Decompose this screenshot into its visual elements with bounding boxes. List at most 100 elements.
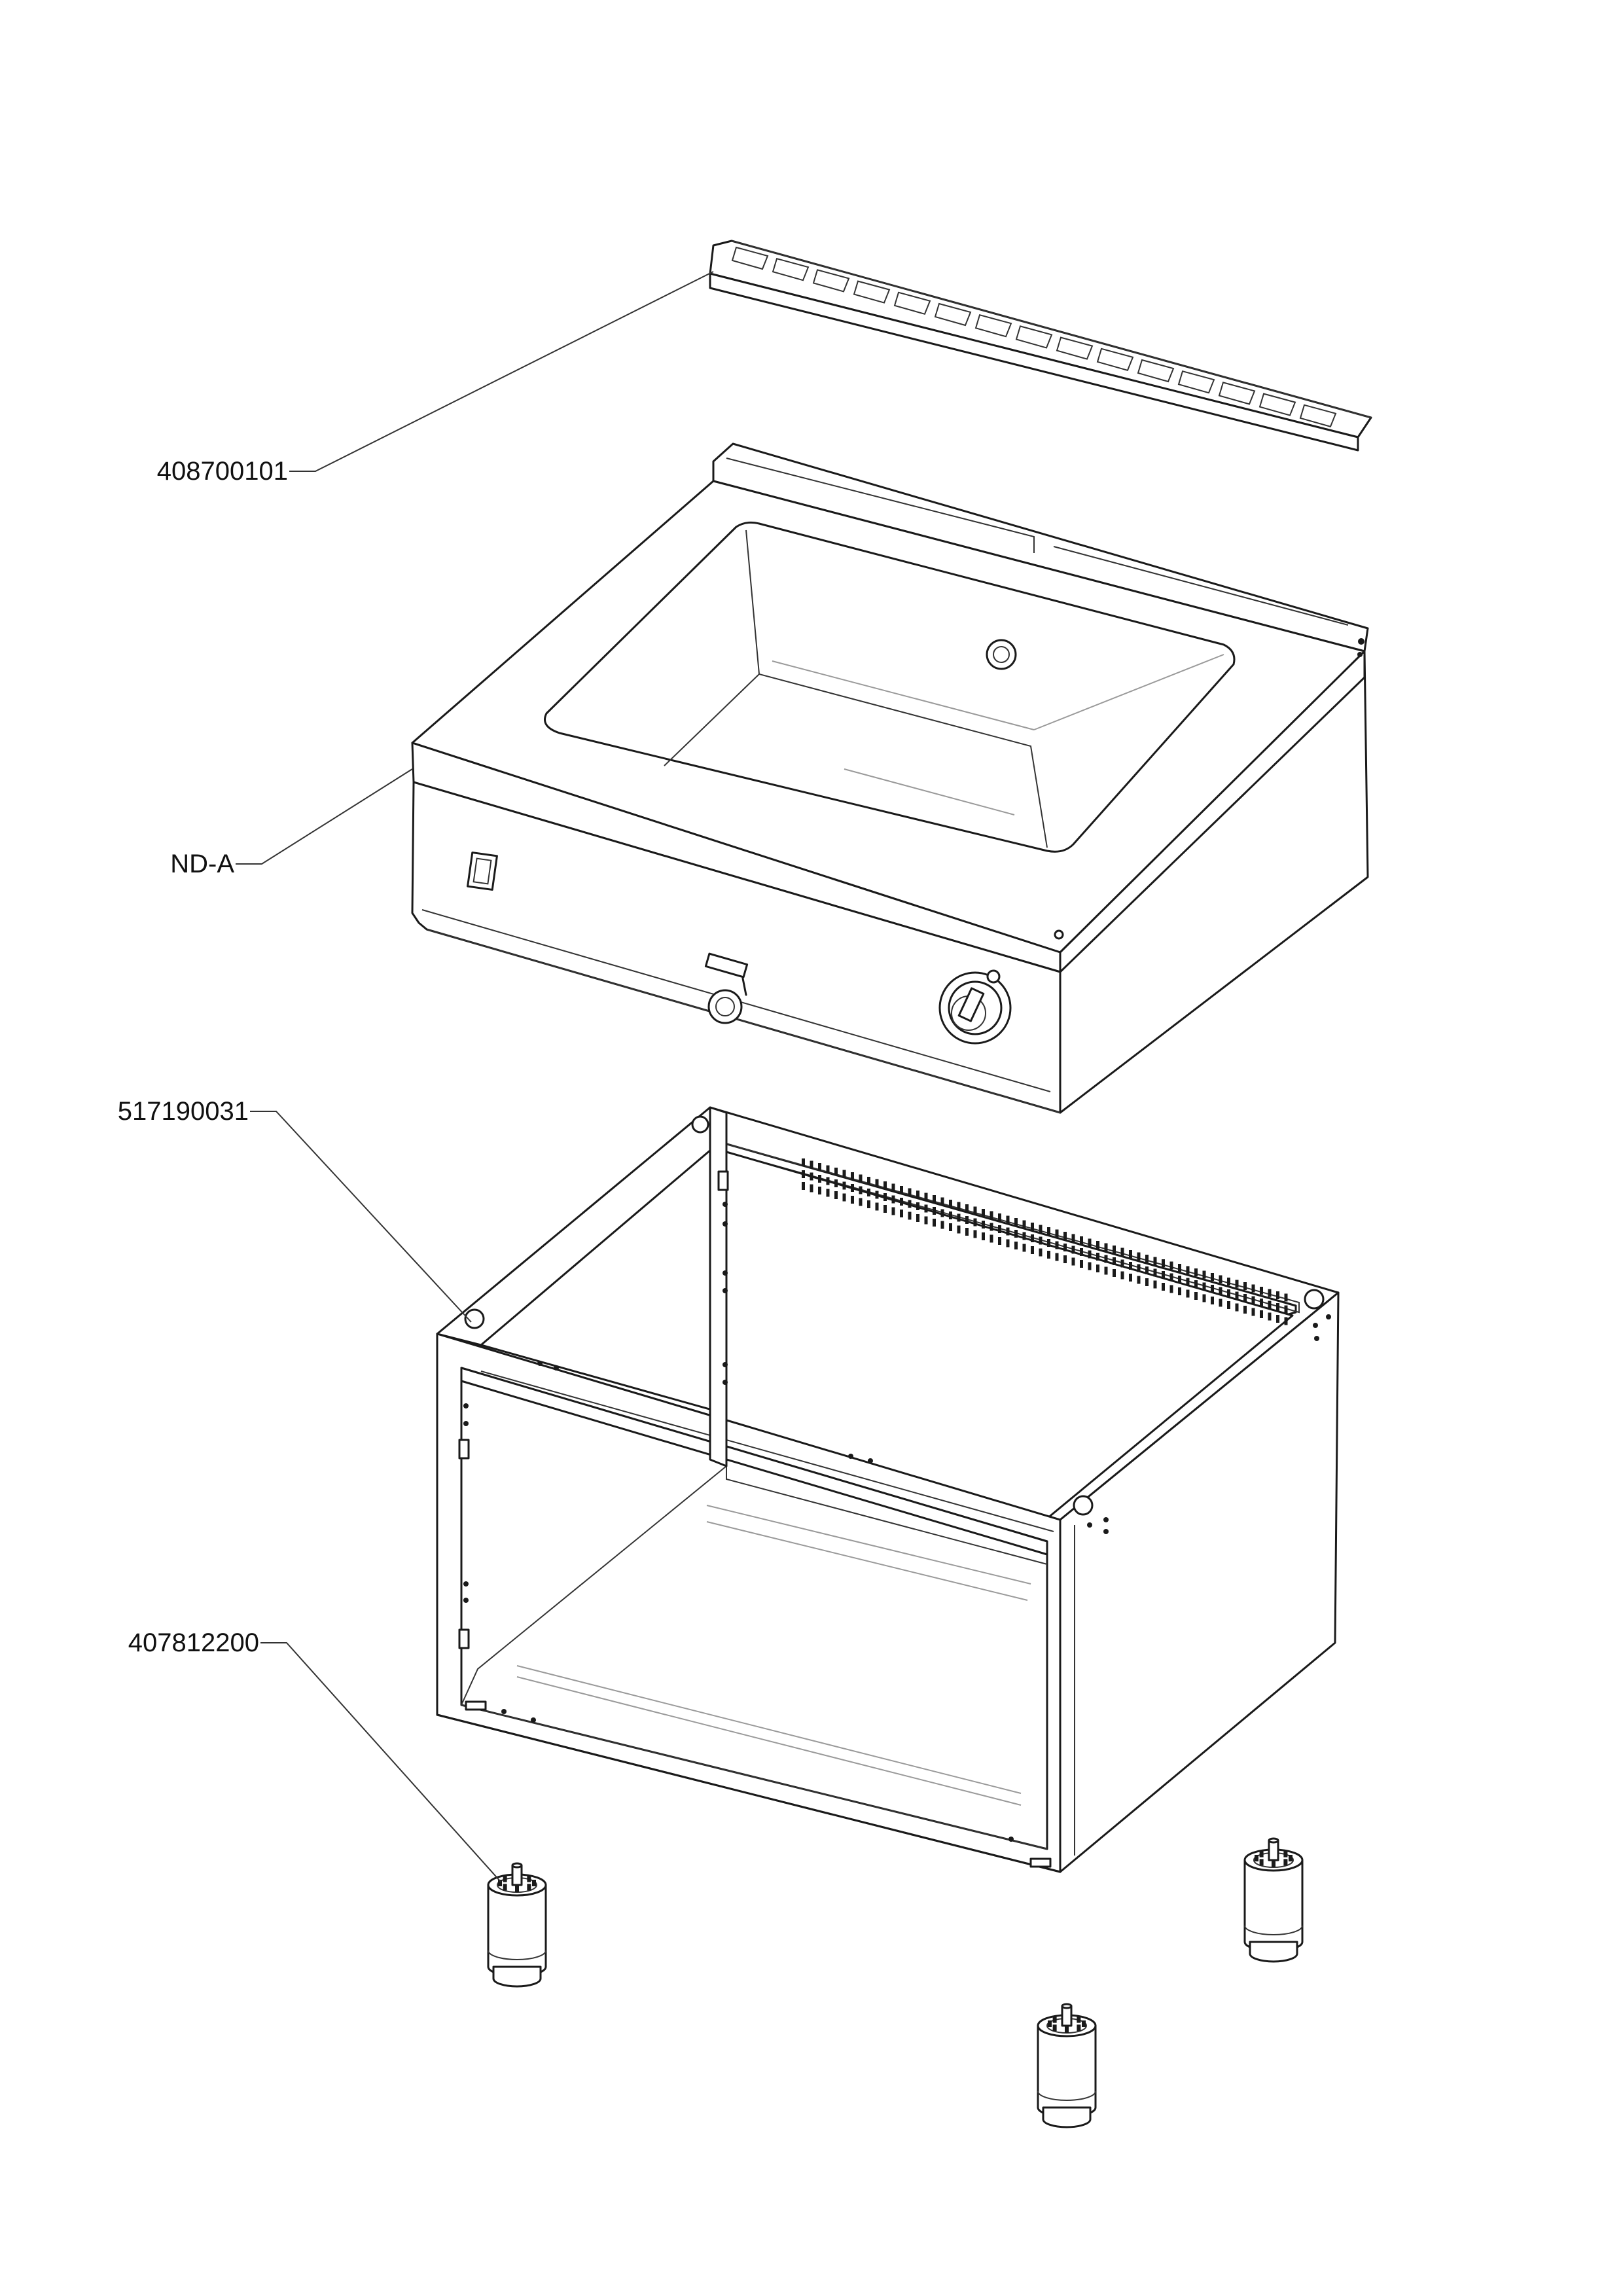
vent-slot: [1104, 1243, 1108, 1251]
vent-slot: [842, 1193, 846, 1202]
rail-slot: [853, 280, 891, 304]
vent-slot: [1120, 1247, 1124, 1256]
vent-slot: [851, 1184, 854, 1192]
vent-slot: [949, 1200, 952, 1208]
vent-slot: [891, 1183, 895, 1192]
vent-slot: [1113, 1257, 1116, 1265]
foot-body: [1037, 2024, 1097, 2118]
vent-slot: [1268, 1312, 1272, 1321]
rivet: [1008, 1837, 1014, 1842]
foot-tooth: [503, 1884, 507, 1891]
vent-slot: [965, 1228, 969, 1236]
vent-slot: [826, 1189, 830, 1197]
rail-slot: [1015, 325, 1053, 349]
vent-slot: [1080, 1236, 1083, 1244]
vent-slot: [1186, 1289, 1190, 1298]
foot-tooth: [1048, 2020, 1052, 2027]
rivet: [1103, 1517, 1109, 1522]
vent-slot: [1022, 1232, 1026, 1240]
vent-slot: [957, 1225, 961, 1234]
vent-slot: [1186, 1266, 1190, 1274]
vent-slot: [1162, 1283, 1165, 1291]
vent-slot: [1071, 1257, 1075, 1266]
foot-base: [1249, 1941, 1298, 1963]
vent-slot: [1129, 1274, 1132, 1282]
vent-slot: [834, 1168, 838, 1175]
vent-slot: [834, 1179, 838, 1187]
vent-slot: [1039, 1236, 1043, 1245]
foot-ring: [488, 1950, 546, 1960]
rivet: [463, 1421, 469, 1426]
vent-slot: [1227, 1289, 1230, 1297]
vent-slot: [883, 1193, 887, 1201]
foot-body: [487, 1884, 547, 1977]
vent-slot: [1129, 1250, 1132, 1258]
rivet: [868, 1458, 873, 1463]
vent-slot: [1031, 1234, 1034, 1242]
vent-slot: [1276, 1315, 1279, 1323]
vent-slot: [810, 1160, 813, 1169]
vent-slot: [1194, 1268, 1198, 1276]
vent-slot: [818, 1175, 821, 1183]
vent-slot: [916, 1214, 919, 1222]
foot-tooth: [532, 1880, 536, 1886]
vent-slot: [973, 1230, 977, 1238]
vent-slot: [826, 1177, 830, 1185]
vent-slot: [1202, 1294, 1206, 1302]
vent-slot: [1219, 1299, 1222, 1307]
vent-slot: [834, 1191, 838, 1199]
vent-slot: [875, 1179, 879, 1187]
vent-slot: [1202, 1282, 1206, 1291]
vent-slot: [1219, 1275, 1222, 1283]
foot-tooth: [498, 1880, 502, 1886]
foot-tooth: [1283, 1859, 1288, 1866]
vent-slot: [1137, 1276, 1141, 1284]
vent-slot: [859, 1174, 863, 1183]
vent-slot: [957, 1213, 961, 1222]
foot-tooth: [1052, 2024, 1057, 2032]
foot-tooth: [527, 1875, 531, 1882]
vent-slot: [1153, 1268, 1157, 1277]
vent-slot: [998, 1237, 1001, 1245]
vent-slot: [1080, 1260, 1083, 1268]
vent-slot: [1120, 1271, 1124, 1280]
vent-slot: [1251, 1308, 1255, 1316]
vent-slot: [1088, 1238, 1092, 1247]
foot-stud-top: [511, 1862, 523, 1869]
vent-slot: [1202, 1270, 1206, 1279]
vent-slot: [973, 1206, 977, 1215]
vent-slot: [851, 1196, 854, 1204]
rivet: [1313, 1323, 1318, 1328]
rail-slot: [1056, 336, 1094, 360]
vent-slot: [1071, 1234, 1075, 1242]
vent-slot: [933, 1219, 936, 1227]
rivet: [463, 1581, 469, 1587]
vent-slot: [1194, 1292, 1198, 1300]
vent-slot: [1162, 1271, 1165, 1279]
vent-slot: [1120, 1259, 1124, 1268]
vent-slot: [1153, 1280, 1157, 1289]
vent-slot: [875, 1202, 879, 1211]
vent-slot: [1268, 1289, 1272, 1297]
rail-slot: [772, 257, 810, 281]
foot-stud-top: [1268, 1837, 1279, 1844]
foot-tooth: [1077, 2016, 1081, 2023]
foot-ring: [1037, 2090, 1096, 2101]
bain-marie-top-part: [411, 442, 1369, 1114]
vent-slot: [908, 1188, 912, 1196]
rivet: [848, 1454, 853, 1459]
vent-slot: [1211, 1297, 1214, 1304]
foot-base: [1042, 2106, 1092, 2128]
rivet: [722, 1221, 728, 1227]
rail-slot: [934, 302, 972, 327]
vent-slot: [1243, 1306, 1247, 1314]
vent-slot: [883, 1205, 887, 1213]
rivet: [722, 1288, 728, 1293]
vent-slot: [973, 1218, 977, 1227]
vent-slot: [842, 1170, 846, 1178]
rivet: [537, 1361, 543, 1366]
vent-slot: [1284, 1293, 1288, 1302]
leader-line-cabinet: [250, 1111, 472, 1323]
vent-slot: [1235, 1291, 1239, 1300]
